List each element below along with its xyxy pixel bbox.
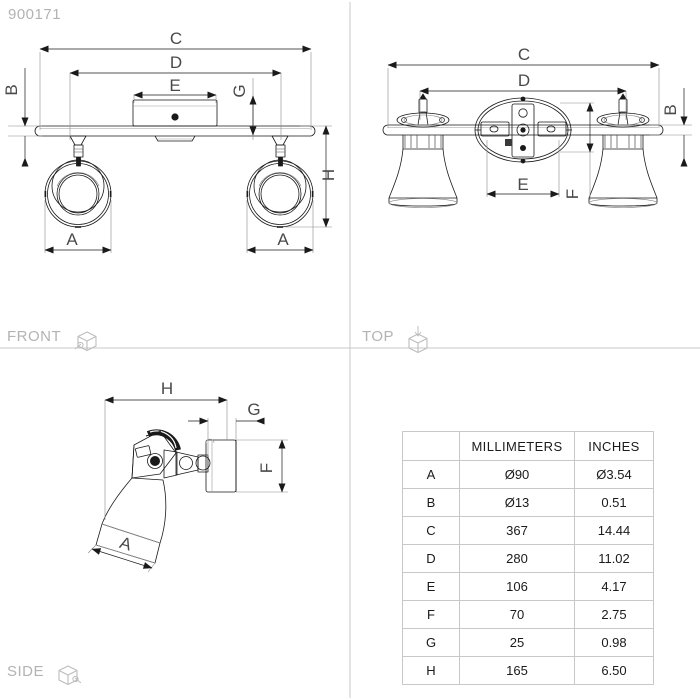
row-in: 4.17 <box>574 572 654 601</box>
row-key: H <box>402 656 460 685</box>
side-wall-plate <box>205 438 237 493</box>
table-header-in: INCHES <box>574 431 654 461</box>
row-mm: 367 <box>459 516 575 545</box>
side-view-geometry <box>87 396 288 573</box>
side-dim-G: G <box>247 400 260 419</box>
row-in: 0.98 <box>574 628 654 657</box>
table-row: C 367 14.44 <box>402 516 654 545</box>
row-key: B <box>402 488 460 517</box>
side-view-dimensions <box>87 396 288 573</box>
cube-top-icon <box>403 325 433 355</box>
dimension-letter-labels: C D E G B H A A C D E B F H G F A <box>2 29 680 555</box>
row-mm: 106 <box>459 572 575 601</box>
view-label-side: SIDE <box>7 663 45 680</box>
row-mm: 280 <box>459 544 575 573</box>
dimension-table: MILLIMETERS INCHES A Ø90 Ø3.54 B Ø13 0.5… <box>402 431 654 685</box>
view-label-top: TOP <box>362 328 395 345</box>
top-view-dimensions <box>387 61 692 200</box>
table-row: A Ø90 Ø3.54 <box>402 460 654 489</box>
top-dim-E: E <box>517 175 528 194</box>
front-lamp-right <box>246 135 314 228</box>
top-ceiling-plate <box>474 96 572 164</box>
front-dim-C: C <box>170 29 182 48</box>
row-in: 6.50 <box>574 656 654 685</box>
table-header-mm: MILLIMETERS <box>459 431 575 461</box>
table-row: F 70 2.75 <box>402 600 654 629</box>
row-in: 0.51 <box>574 488 654 517</box>
cube-side-icon <box>54 660 84 690</box>
side-swivel-arm <box>163 449 211 479</box>
row-in: 14.44 <box>574 516 654 545</box>
view-label-front: FRONT <box>7 328 62 345</box>
row-mm: 70 <box>459 600 575 629</box>
cube-front-icon <box>72 325 102 355</box>
row-key: C <box>402 516 460 545</box>
top-dim-C: C <box>518 45 530 64</box>
table-row: G 25 0.98 <box>402 628 654 657</box>
table-header-row: MILLIMETERS INCHES <box>402 431 654 461</box>
front-dim-B: B <box>2 84 21 95</box>
top-dim-F: F <box>563 189 582 199</box>
top-dim-D: D <box>518 71 530 90</box>
row-mm: 165 <box>459 656 575 685</box>
table-row: D 280 11.02 <box>402 544 654 573</box>
front-lamp-left <box>44 135 112 228</box>
front-view-geometry <box>8 45 332 254</box>
table-header-key <box>402 431 460 461</box>
table-row: H 165 6.50 <box>402 656 654 685</box>
side-dim-H: H <box>161 379 173 398</box>
front-dim-E: E <box>169 76 180 95</box>
table-row: E 106 4.17 <box>402 572 654 601</box>
page-title: 900171 <box>8 6 62 23</box>
front-dim-A-left: A <box>66 230 78 249</box>
top-lamp-left <box>388 93 458 208</box>
front-dim-G: G <box>230 84 249 97</box>
row-mm: Ø90 <box>459 460 575 489</box>
row-mm: 25 <box>459 628 575 657</box>
row-key: G <box>402 628 460 657</box>
front-dim-D: D <box>170 53 182 72</box>
front-dim-A-right: A <box>277 230 289 249</box>
row-key: D <box>402 544 460 573</box>
row-key: F <box>402 600 460 629</box>
table-row: B Ø13 0.51 <box>402 488 654 517</box>
top-dim-B: B <box>661 104 680 115</box>
row-mm: Ø13 <box>459 488 575 517</box>
row-key: A <box>402 460 460 489</box>
top-view-geometry <box>382 61 692 208</box>
row-in: 11.02 <box>574 544 654 573</box>
top-lamp-right <box>588 93 658 208</box>
row-in: Ø3.54 <box>574 460 654 489</box>
side-dim-A: A <box>117 533 134 555</box>
front-view-dimensions <box>8 45 332 254</box>
row-key: E <box>402 572 460 601</box>
side-dim-F: F <box>257 463 276 473</box>
row-in: 2.75 <box>574 600 654 629</box>
front-dim-H: H <box>319 169 338 181</box>
